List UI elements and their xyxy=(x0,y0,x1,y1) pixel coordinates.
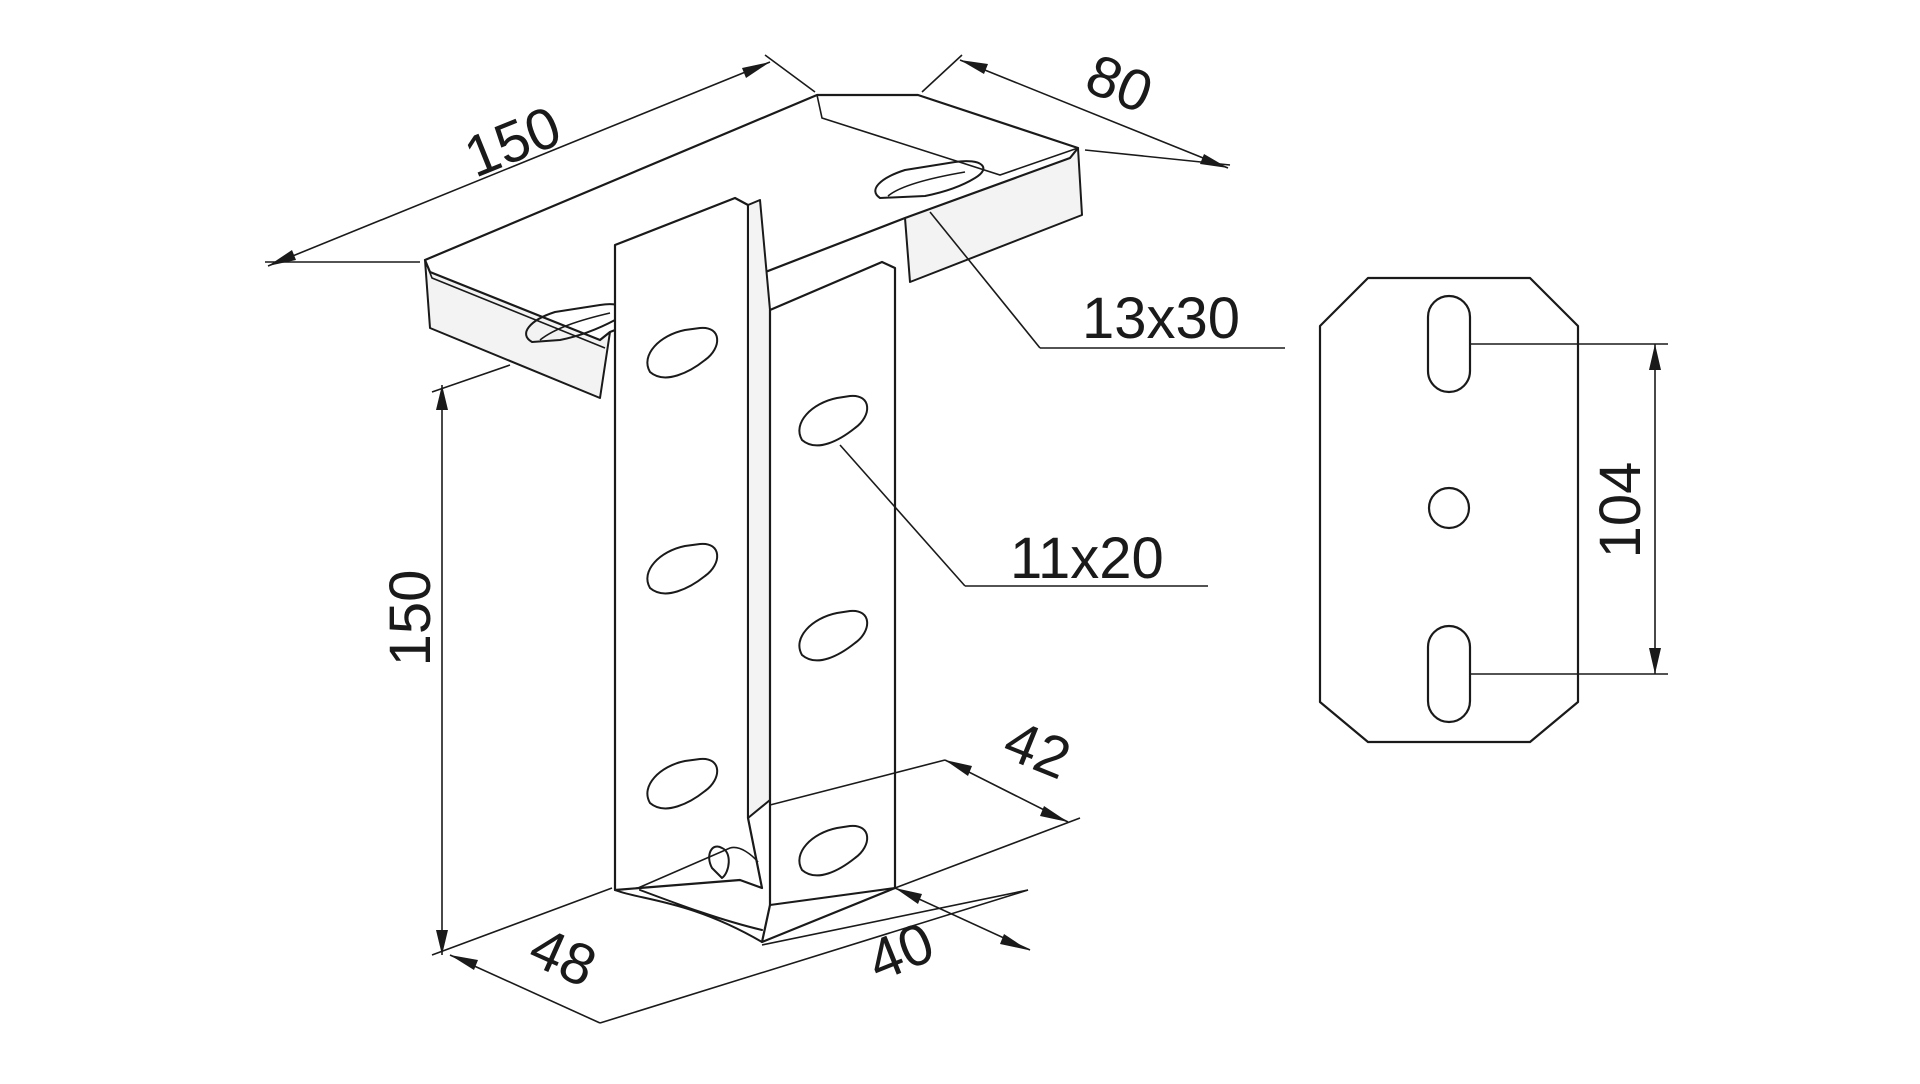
plan-slot-top xyxy=(1426,294,1472,394)
dim-column-depth-label: 48 xyxy=(520,914,605,1000)
dim-plate-slot-leader: 13x30 xyxy=(929,211,1285,351)
column-bottom-fold xyxy=(614,887,896,943)
base-plate-bevel xyxy=(816,94,1079,176)
column-slots-left xyxy=(646,326,719,810)
column-slots-right xyxy=(798,394,869,877)
column-left-web xyxy=(613,196,764,892)
dim-column-height-label: 150 xyxy=(378,570,443,667)
dim-slot-spacing-label: 104 xyxy=(1588,462,1653,559)
isometric-bracket-view: 150 80 13x30 11x20 xyxy=(265,42,1285,1024)
dim-plate-length-label: 150 xyxy=(456,94,570,191)
column-inner-bottom xyxy=(637,846,759,889)
dim-column-height: 150 xyxy=(378,364,613,956)
plate-slot xyxy=(874,160,985,199)
column-back-web xyxy=(747,199,771,819)
dim-plate-slot-label: 13x30 xyxy=(1082,286,1240,351)
dim-plate-width-label: 80 xyxy=(1077,42,1161,126)
dim-column-width-42-label: 42 xyxy=(995,708,1079,792)
plate-plan-view: 104 xyxy=(1318,276,1668,744)
plan-center-hole xyxy=(1427,486,1471,530)
plan-slot-bottom xyxy=(1426,624,1472,724)
dim-column-slot-label: 11x20 xyxy=(1010,526,1164,591)
dim-column-slot-leader: 11x20 xyxy=(839,444,1208,591)
dim-slot-spacing: 104 xyxy=(1588,344,1661,674)
column-right-web xyxy=(760,260,897,944)
column-inner-slot xyxy=(708,845,730,879)
base-plate-bevel-front xyxy=(424,259,606,349)
